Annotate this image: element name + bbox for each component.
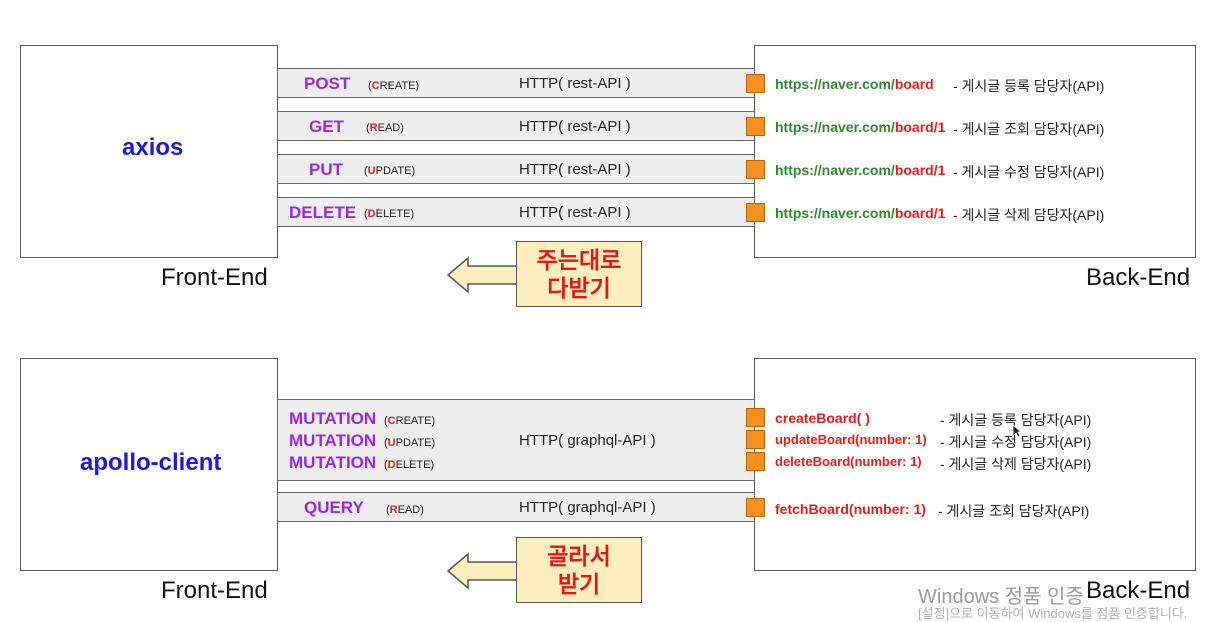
endpoint-delete-board: deleteBoard(number: 1): [775, 454, 922, 469]
crud-label-read: (READ): [366, 122, 404, 134]
graphql-connection-mutation: [277, 399, 755, 481]
endpoint-desc-update: - 게시글 수정 담당자(API): [940, 434, 1092, 450]
method-mutation-create: MUTATION: [289, 409, 377, 428]
graphql-connection-query: [277, 492, 755, 522]
callout-line: 받기: [557, 571, 601, 597]
endpoint-desc-create: - 게시글 등록 담당자(API): [940, 412, 1092, 428]
endpoint-desc-post: - 게시글 등록 담당자(API): [953, 78, 1105, 94]
crud-label-delete: (DELETE): [364, 208, 415, 220]
endpoint-url-put: https://naver.com/board/1: [775, 162, 946, 178]
endpoint-port: [746, 160, 765, 179]
graphql-callout: 골라서 받기: [516, 537, 642, 603]
endpoint-desc-put: - 게시글 수정 담당자(API): [953, 164, 1105, 180]
protocol-label: HTTP( graphql-API ): [519, 432, 656, 449]
endpoint-port: [746, 498, 765, 517]
graphql-backend-box: [754, 358, 1196, 571]
method-mutation-update: MUTATION: [289, 431, 377, 450]
method-post: POST: [304, 74, 351, 93]
rest-frontend-label: Front-End: [161, 264, 268, 291]
protocol-label: HTTP( rest-API ): [519, 118, 631, 135]
callout-line: 골라서: [547, 543, 611, 569]
graphql-frontend-box: [20, 358, 278, 571]
protocol-label: HTTP( graphql-API ): [519, 499, 656, 516]
method-get: GET: [309, 117, 344, 136]
crud-label-create: (CREATE): [384, 415, 436, 427]
left-arrow-icon: [446, 256, 518, 294]
crud-label-update: (UPDATE): [364, 165, 416, 177]
windows-activation-watermark: Windows 정품 인증: [918, 586, 1084, 608]
protocol-label: HTTP( rest-API ): [519, 204, 631, 221]
method-put: PUT: [309, 160, 343, 179]
graphql-frontend-title: apollo-client: [80, 449, 222, 476]
rest-frontend-title: axios: [122, 134, 184, 161]
crud-label-read: (READ): [386, 504, 424, 516]
method-mutation-delete: MUTATION: [289, 453, 377, 472]
endpoint-url-post: https://naver.com/board: [775, 76, 934, 92]
protocol-label: HTTP( rest-API ): [519, 75, 631, 92]
endpoint-fetch-board: fetchBoard(number: 1): [775, 501, 926, 517]
endpoint-desc-delete: - 게시글 삭제 담당자(API): [940, 456, 1092, 472]
method-query: QUERY: [304, 498, 364, 517]
rest-frontend-box: [20, 45, 278, 258]
endpoint-url-get: https://naver.com/board/1: [775, 119, 946, 135]
rest-connection-post: [277, 68, 755, 98]
rest-connection-get: [277, 111, 755, 141]
endpoint-desc-get: - 게시글 조회 담당자(API): [953, 121, 1105, 137]
crud-label-update: (UPDATE): [384, 437, 436, 449]
rest-connection-delete: [277, 197, 755, 227]
graphql-backend-label: Back-End: [1086, 577, 1191, 604]
endpoint-create-board: createBoard( ): [775, 410, 870, 426]
windows-activation-subtext: [설정]으로 이동하여 Windows를 정품 인증합니다.: [918, 606, 1188, 621]
crud-label-create: (CREATE): [368, 80, 420, 92]
endpoint-desc-fetch: - 게시글 조회 담당자(API): [938, 503, 1090, 519]
endpoint-desc-delete: - 게시글 삭제 담당자(API): [953, 207, 1105, 223]
endpoint-port: [746, 408, 765, 427]
graphql-frontend-label: Front-End: [161, 577, 268, 604]
cursor-icon: [1012, 424, 1022, 438]
endpoint-port: [746, 117, 765, 136]
endpoint-port: [746, 430, 765, 449]
endpoint-port: [746, 452, 765, 471]
callout-line: 다받기: [547, 275, 611, 301]
rest-backend-label: Back-End: [1086, 264, 1191, 291]
rest-connection-put: [277, 154, 755, 184]
endpoint-url-delete: https://naver.com/board/1: [775, 205, 946, 221]
protocol-label: HTTP( rest-API ): [519, 161, 631, 178]
callout-line: 주는대로: [536, 247, 622, 273]
method-delete: DELETE: [289, 203, 357, 222]
endpoint-port: [746, 74, 765, 93]
crud-label-delete: (DELETE): [384, 459, 435, 471]
endpoint-port: [746, 203, 765, 222]
rest-callout: 주는대로 다받기: [516, 241, 642, 307]
endpoint-update-board: updateBoard(number: 1): [775, 432, 927, 447]
left-arrow-icon: [446, 552, 518, 590]
rest-backend-box: [754, 45, 1196, 258]
